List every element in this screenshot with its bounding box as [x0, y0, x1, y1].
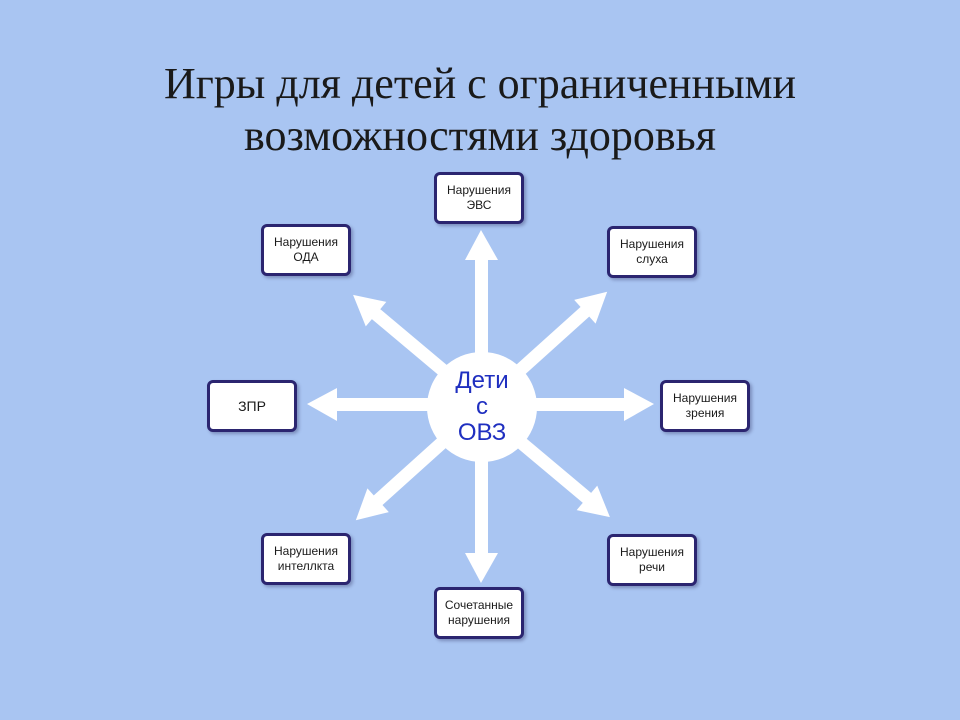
arrow-shaft-down-left — [370, 435, 450, 509]
arrow-shaft-down-right — [513, 435, 595, 507]
node-intellect-line-2: интеллкта — [277, 559, 335, 573]
arrow-down-right — [513, 435, 610, 518]
arrow-head-down-right — [576, 485, 610, 518]
arrow-shaft-down — [475, 440, 488, 558]
arrow-shaft-left — [330, 398, 445, 411]
arrow-shaft-up-right — [513, 303, 593, 377]
arrow-shaft-up-left — [368, 305, 450, 377]
arrow-shaft-right — [518, 398, 631, 411]
arrow-head-down — [465, 553, 498, 583]
node-evs: Нарушения ЭВС — [434, 172, 524, 224]
node-speech-line-2: речи — [639, 560, 665, 574]
center-line-3: ОВЗ — [457, 419, 507, 446]
center-line-1: Дети — [455, 367, 509, 394]
arrow-head-down-left — [355, 488, 389, 521]
node-combined-line-2: нарушения — [448, 613, 510, 627]
node-hearing-line-2: слуха — [636, 252, 668, 266]
node-vision: Нарушения зрения — [660, 380, 750, 432]
node-speech: Нарушения речи — [607, 534, 697, 586]
arrow-up-right — [513, 291, 608, 377]
node-intellect: Нарушения интеллкта — [261, 533, 351, 585]
center-node-children-ovz: Дети с ОВЗ — [427, 352, 537, 462]
node-hearing-line-1: Нарушения — [619, 237, 684, 251]
arrow-shaft-up — [475, 255, 488, 370]
slide-title-line-2: возможностями здоровья — [244, 111, 716, 160]
node-oda-line-2: ОДА — [293, 250, 319, 264]
node-evs-line-2: ЭВС — [466, 198, 492, 212]
arrow-head-right — [624, 388, 654, 421]
node-combined: Сочетанные нарушения — [434, 587, 524, 639]
node-speech-line-1: Нарушения — [619, 545, 684, 559]
center-line-2: с — [476, 393, 488, 420]
diagram-arrows — [307, 230, 654, 583]
slide-title-line-1: Игры для детей с ограниченными — [163, 59, 797, 108]
node-combined-line-1: Сочетанные — [444, 598, 514, 612]
node-vision-line-1: Нарушения — [672, 391, 737, 405]
arrow-head-up-right — [574, 291, 608, 324]
arrow-head-up-left — [353, 294, 387, 327]
arrow-up-left — [353, 294, 450, 377]
node-zpr-line-1: ЗПР — [238, 397, 266, 414]
arrow-head-left — [307, 388, 337, 421]
node-evs-line-1: Нарушения — [446, 183, 511, 197]
arrow-down-left — [355, 435, 450, 521]
node-oda: Нарушения ОДА — [261, 224, 351, 276]
node-hearing: Нарушения слуха — [607, 226, 697, 278]
node-intellect-line-1: Нарушения — [273, 544, 338, 558]
arrow-head-up — [465, 230, 498, 260]
slide-title: Игры для детей с ограниченными возможнос… — [0, 58, 960, 162]
node-oda-line-1: Нарушения — [273, 235, 338, 249]
node-vision-line-2: зрения — [685, 406, 725, 420]
node-zpr: ЗПР — [207, 380, 297, 432]
